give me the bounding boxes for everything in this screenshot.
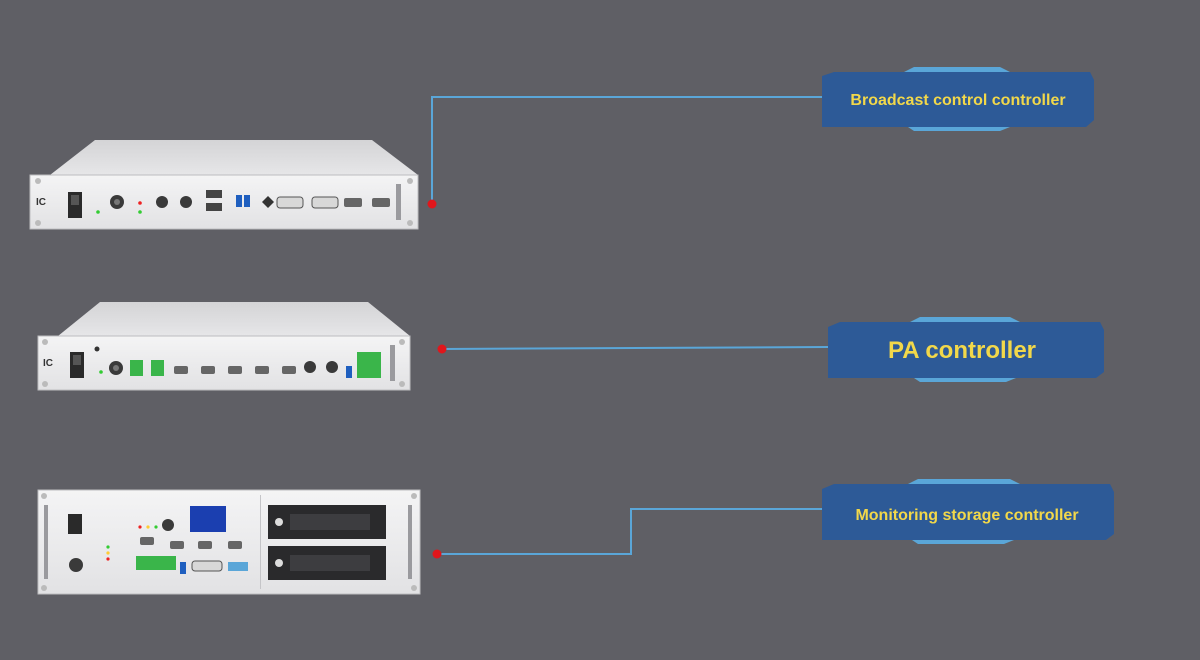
usb-port-icon <box>180 562 186 574</box>
handle <box>44 505 48 579</box>
round-connector-icon <box>156 196 168 208</box>
usb-port-icon <box>236 195 242 207</box>
connectors <box>427 96 829 559</box>
connector-icon <box>262 196 274 208</box>
usb-port-icon <box>346 366 352 378</box>
serial-port-icon <box>372 198 390 207</box>
lcd-screen <box>190 506 226 532</box>
screw-icon <box>35 220 41 226</box>
round-connector-icon <box>304 361 316 373</box>
label-monitoring: Monitoring storage controller <box>822 479 1114 544</box>
screw-icon <box>399 339 405 345</box>
video-port-icon <box>191 560 223 572</box>
serial-port-icon <box>344 198 362 207</box>
screw-icon <box>411 493 417 499</box>
monitoring-storage-device <box>37 489 421 595</box>
power-switch <box>68 514 82 534</box>
handle <box>396 184 401 220</box>
serial-port-icon <box>228 541 242 549</box>
serial-port-icon <box>174 366 188 374</box>
serial-port-icon <box>255 366 269 374</box>
connector-line-monitoring <box>437 508 822 555</box>
screw-icon <box>399 381 405 387</box>
pa-controller-device: IC <box>37 302 411 391</box>
screw-icon <box>41 585 47 591</box>
handle <box>390 345 395 381</box>
network-port-icon <box>228 562 248 571</box>
serial-port-icon <box>170 541 184 549</box>
label-pa: PA controller <box>828 317 1104 382</box>
screw-icon <box>407 220 413 226</box>
handle <box>408 505 412 579</box>
connector-line-broadcast <box>431 96 822 204</box>
video-port-icon <box>276 196 304 209</box>
broadcast-control-device: IC <box>29 140 419 230</box>
screw-icon <box>41 493 47 499</box>
terminal-block-icon <box>136 556 176 570</box>
usb-port-icon <box>244 195 250 207</box>
connector-dot-broadcast <box>427 199 437 209</box>
screw-icon <box>407 178 413 184</box>
serial-port-icon <box>228 366 242 374</box>
serial-port-icon <box>140 537 154 545</box>
serial-port-icon <box>198 541 212 549</box>
screw-icon <box>42 381 48 387</box>
label-monitoring-text: Monitoring storage controller <box>855 507 1078 524</box>
serial-port-icon <box>282 366 296 374</box>
brand-logo: IC <box>36 197 46 208</box>
label-broadcast-text: Broadcast control controller <box>850 92 1065 109</box>
network-port-icon <box>206 203 222 211</box>
label-broadcast: Broadcast control controller <box>822 67 1094 131</box>
connector-dot-pa <box>437 344 447 354</box>
terminal-block-icon <box>151 360 164 376</box>
label-pa-text: PA controller <box>888 337 1036 364</box>
serial-port-icon <box>201 366 215 374</box>
round-connector-icon <box>69 558 83 572</box>
terminal-block-icon <box>130 360 143 376</box>
terminal-block-icon <box>357 352 381 378</box>
video-port-icon <box>311 196 339 209</box>
screw-icon <box>411 585 417 591</box>
connector-dot-monitoring <box>432 549 442 559</box>
screw-icon <box>42 339 48 345</box>
network-port-icon <box>206 190 222 198</box>
connector-line-pa <box>441 346 829 350</box>
round-connector-icon <box>180 196 192 208</box>
brand-logo: IC <box>43 358 53 369</box>
round-connector-icon <box>162 519 174 531</box>
round-connector-icon <box>326 361 338 373</box>
screw-icon <box>35 178 41 184</box>
